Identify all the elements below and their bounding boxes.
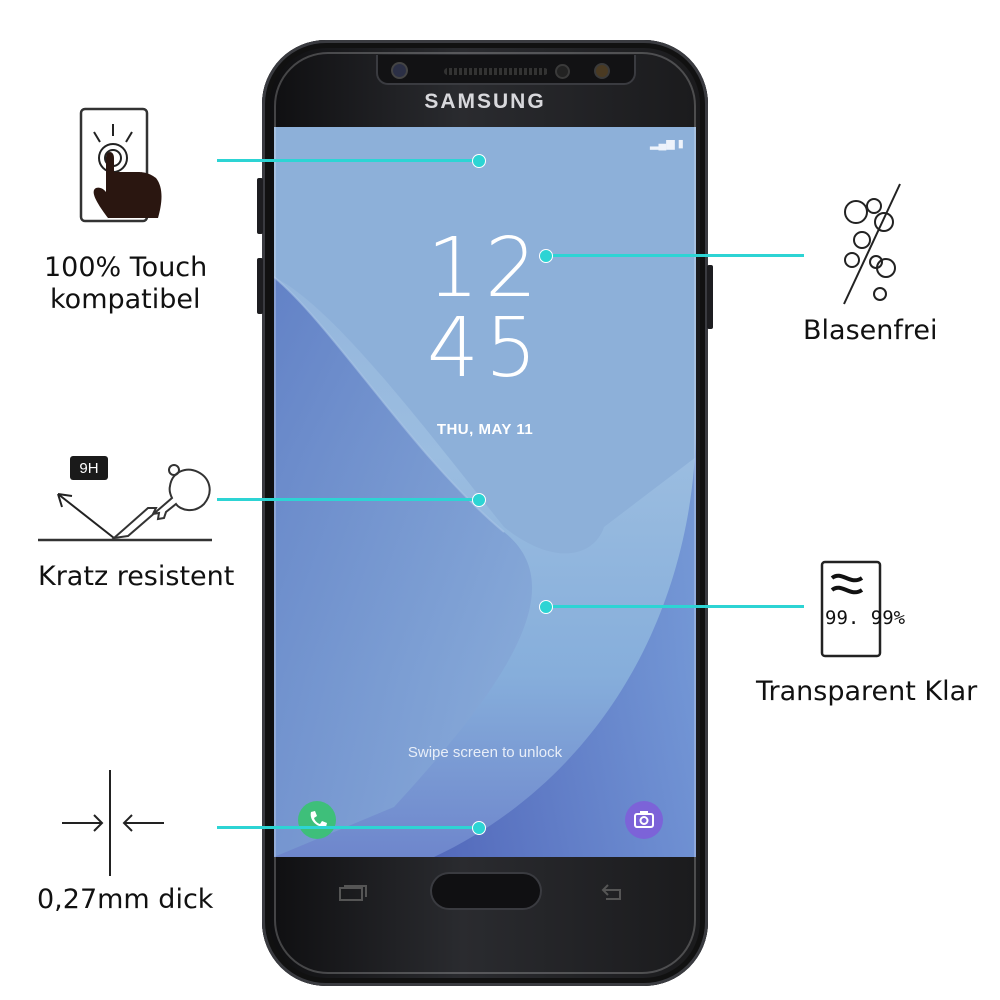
- callout-dot-clarity: [539, 600, 553, 614]
- volume-button-lower: [257, 258, 263, 314]
- touch-label-line2: kompatibel: [50, 284, 201, 315]
- callout-line-touch: [217, 159, 479, 162]
- callout-line-thickness: [217, 826, 479, 829]
- glass-protector-edge: [274, 52, 696, 974]
- unlock-hint: Swipe screen to unlock: [407, 744, 563, 761]
- flash-led: [596, 65, 608, 77]
- phone-app-icon[interactable]: [298, 801, 336, 839]
- brand-logo: SAMSUNG: [424, 90, 546, 113]
- speaker-grille: [444, 68, 548, 75]
- callout-line-scratch: [217, 498, 479, 501]
- clarity-icon: [820, 560, 884, 658]
- back-icon[interactable]: [598, 882, 628, 904]
- front-camera: [393, 64, 406, 77]
- wallpaper-swoosh: [274, 127, 696, 857]
- touch-hand-icon: [78, 106, 173, 236]
- home-button[interactable]: [432, 874, 540, 908]
- callout-dot-thickness: [472, 821, 486, 835]
- clock-minutes: 45: [426, 301, 544, 396]
- recent-apps-icon[interactable]: [338, 884, 368, 902]
- clarity-value: 99. 99%: [825, 607, 906, 629]
- proximity-sensor: [557, 66, 568, 77]
- power-button: [707, 265, 713, 329]
- bubble-label: Blasenfrei: [803, 315, 938, 346]
- clock-hours: 12: [426, 221, 544, 316]
- callout-dot-scratch: [472, 493, 486, 507]
- callout-dot-touch: [472, 154, 486, 168]
- lock-screen: ▂▄▆ ▮: [274, 127, 696, 857]
- clarity-label: Transparent Klar: [756, 676, 978, 707]
- scratch-label: Kratz resistent: [38, 561, 235, 592]
- thickness-arrows-icon: [60, 768, 166, 878]
- key-scratch-icon: [36, 452, 214, 544]
- callout-dot-bubbles: [539, 249, 553, 263]
- thickness-label: 0,27mm dick: [37, 884, 214, 915]
- bubbles-icon: [836, 182, 906, 308]
- volume-button: [257, 178, 263, 234]
- touch-label-line1: 100% Touch: [44, 252, 208, 283]
- camera-app-icon[interactable]: [625, 801, 663, 839]
- lock-date: THU, MAY 11: [436, 421, 534, 438]
- callout-line-clarity: [546, 605, 804, 608]
- hardness-badge: 9H: [79, 460, 99, 477]
- status-bar-icons: ▂▄▆ ▮: [650, 138, 684, 150]
- callout-line-bubbles: [546, 254, 804, 257]
